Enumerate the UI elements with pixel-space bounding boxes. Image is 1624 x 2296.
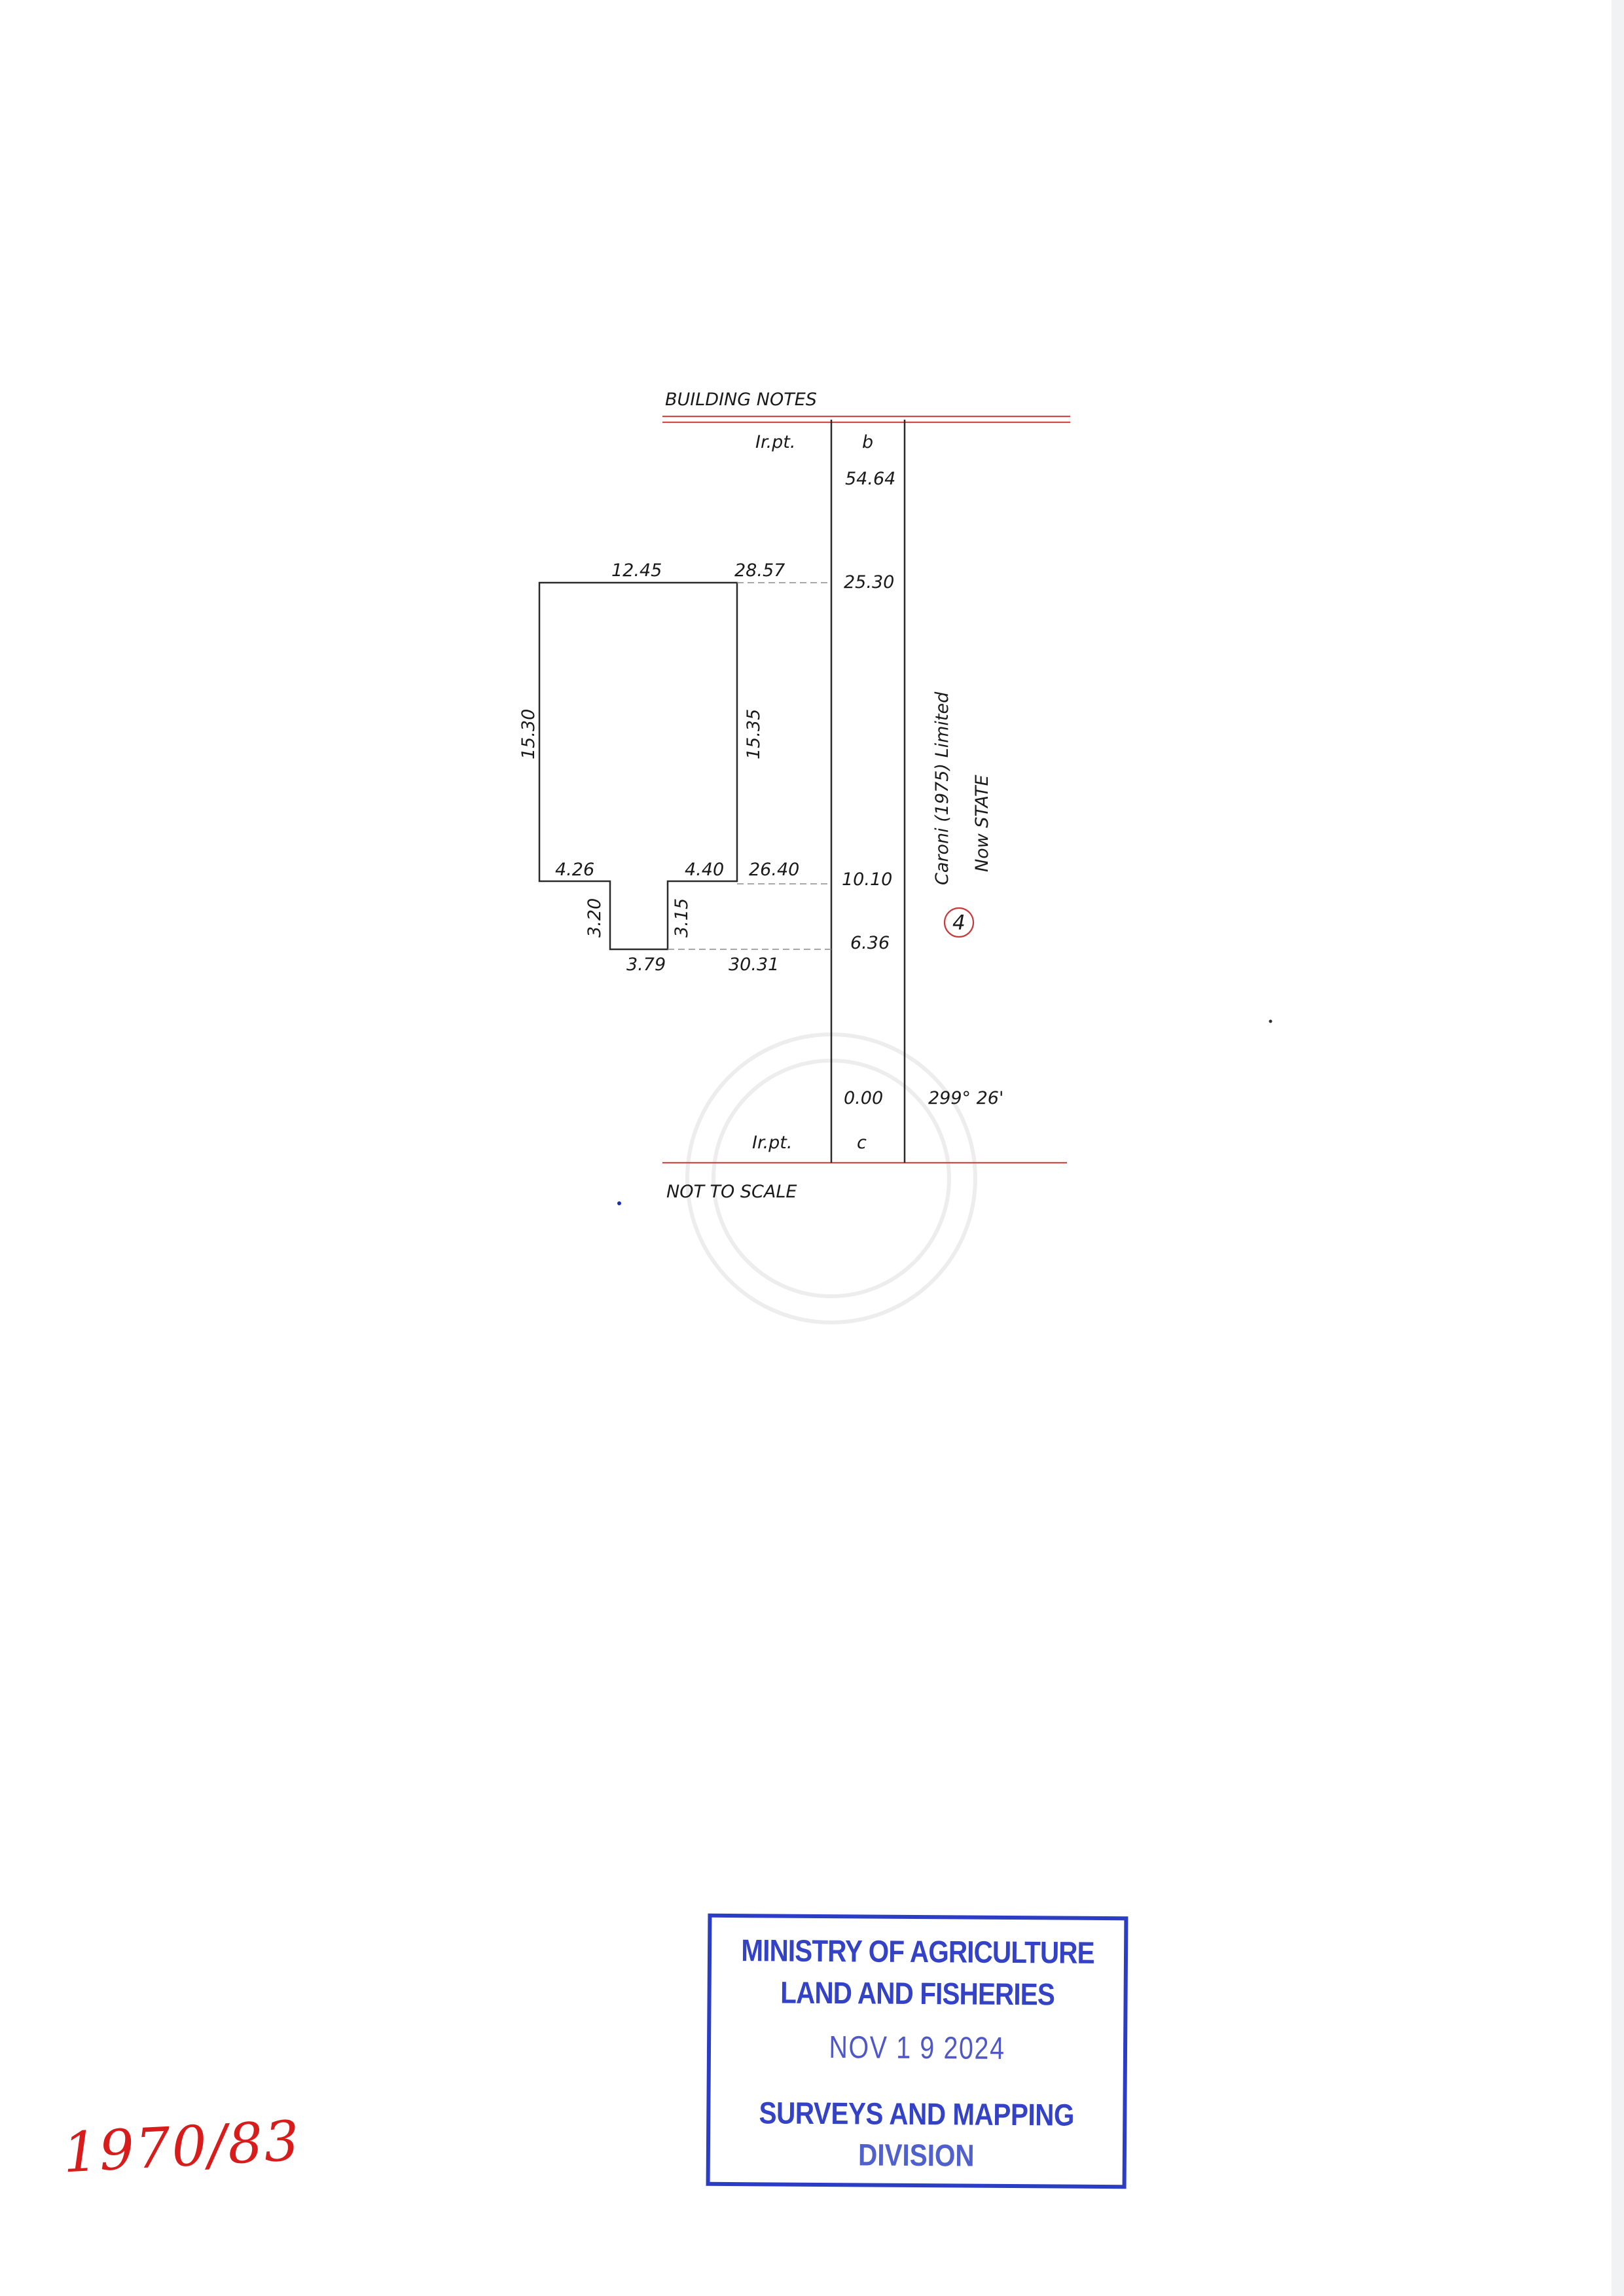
top-point-letter: b [862,432,873,452]
stamp-date: NOV 1 9 2024 [829,2030,1005,2066]
bottom-iron-point-label: Ir.pt. [752,1133,792,1153]
scan-page-edge [1612,0,1624,2296]
dim-notch-right: 3.15 [672,898,692,938]
ink-speck [617,1201,621,1205]
lot-number: 4 [952,911,965,935]
dim-right: 15.35 [744,709,764,759]
building-outline [538,581,738,951]
dim-bottom-left: 4.26 [555,860,594,880]
stamp-ministry-line: MINISTRY OF AGRICULTURE [741,1933,1094,1970]
bottom-point-letter: c [857,1133,867,1153]
dim-bottom-right: 4.40 [685,860,724,880]
dim-offset-top: 28.57 [734,560,785,581]
chainage-label: 6.36 [850,933,890,953]
not-to-scale-note: NOT TO SCALE [666,1182,797,1202]
heading-building-notes: BUILDING NOTES [665,390,817,410]
chainage-label: 10.10 [842,869,892,890]
dim-notch-left: 3.20 [585,898,605,938]
dim-offset-bottom: 30.31 [729,955,779,975]
ink-speck [1269,1019,1272,1023]
top-iron-point-label: Ir.pt. [755,432,795,452]
neighbour-status: Now STATE [972,774,992,872]
handwritten-reference-number: 1970/83 [61,2108,302,2185]
ministry-stamp: MINISTRY OF AGRICULTURE LAND AND FISHERI… [706,1913,1128,2189]
chainage-label: 0.00 [844,1088,883,1108]
neighbour-name: Caroni (1975) Limited [932,691,952,885]
dim-top: 12.45 [611,560,662,581]
stamp-department-line: LAND AND FISHERIES [780,1975,1055,2012]
dim-left: 15.30 [518,709,539,759]
stamp-division-word: DIVISION [857,2137,975,2173]
bearing-label: 299° 26' [928,1088,1003,1108]
dim-notch-bottom: 3.79 [626,955,666,975]
stamp-division-line: SURVEYS AND MAPPING [759,2095,1075,2132]
dim-offset-middle: 26.40 [749,860,799,880]
lot-number-circle [943,907,975,938]
chainage-label: 54.64 [845,469,895,489]
chainage-label: 25.30 [844,572,894,592]
